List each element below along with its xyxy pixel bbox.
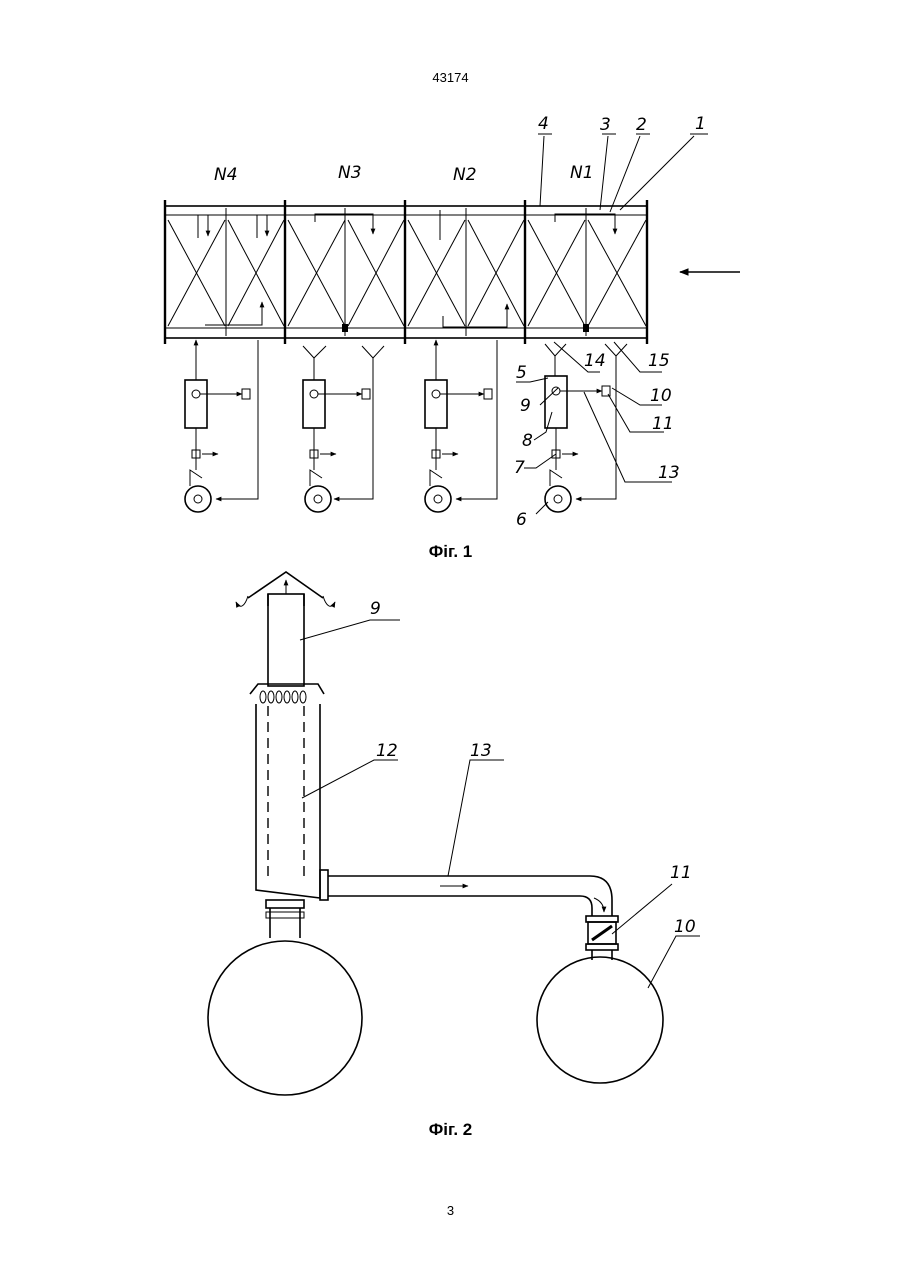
callout-2: 2 <box>636 115 647 135</box>
callout-5: 5 <box>516 363 527 383</box>
callout-4: 4 <box>538 114 549 134</box>
fig2-callout-9: 9 <box>370 599 381 619</box>
callout-11: 11 <box>652 414 674 434</box>
callout-15: 15 <box>648 351 670 371</box>
callout-8: 8 <box>522 431 533 451</box>
duct <box>320 870 612 916</box>
fig2-leader-lines <box>300 620 700 988</box>
vent-holes <box>260 691 306 703</box>
kiln-flow-arrows <box>198 210 615 327</box>
chimney-pipe <box>268 594 304 686</box>
section-label-n4: N4 <box>214 165 238 185</box>
section-label-n1: N1 <box>570 163 594 183</box>
heater-unit-n3 <box>303 346 384 512</box>
fig2-callout-12: 12 <box>376 741 398 761</box>
damper <box>586 916 618 960</box>
figure-1-caption: Фіг. 1 <box>0 542 901 562</box>
figure-1-drawing: N4 N3 N2 N1 1 2 3 4 5 6 7 8 9 <box>165 114 740 530</box>
page-footer-number: 3 <box>0 1203 901 1218</box>
callout-3: 3 <box>600 115 611 135</box>
callout-7: 7 <box>514 458 525 478</box>
figure-2-caption: Фіг. 2 <box>0 1120 901 1140</box>
section-label-n3: N3 <box>338 163 362 183</box>
left-vessel <box>208 941 362 1095</box>
callout-14: 14 <box>584 351 606 371</box>
outer-jacket <box>256 704 320 898</box>
fig1-leader-lines <box>516 134 708 514</box>
section-label-n2: N2 <box>453 165 477 185</box>
heater-unit-n2 <box>425 340 497 512</box>
callout-9: 9 <box>520 396 531 416</box>
callout-1: 1 <box>695 114 706 134</box>
packing-crosses <box>168 220 646 326</box>
fig2-callout-13: 13 <box>470 741 492 761</box>
fig2-callout-10: 10 <box>674 917 696 937</box>
section-dividers <box>165 200 647 344</box>
callout-13: 13 <box>658 463 680 483</box>
figure-2-drawing: 9 12 13 11 10 <box>208 572 700 1095</box>
fig2-callout-11: 11 <box>670 863 692 883</box>
right-vessel <box>537 957 663 1083</box>
callout-10: 10 <box>650 386 672 406</box>
heater-unit-n4 <box>185 340 258 512</box>
callout-6: 6 <box>516 510 527 530</box>
